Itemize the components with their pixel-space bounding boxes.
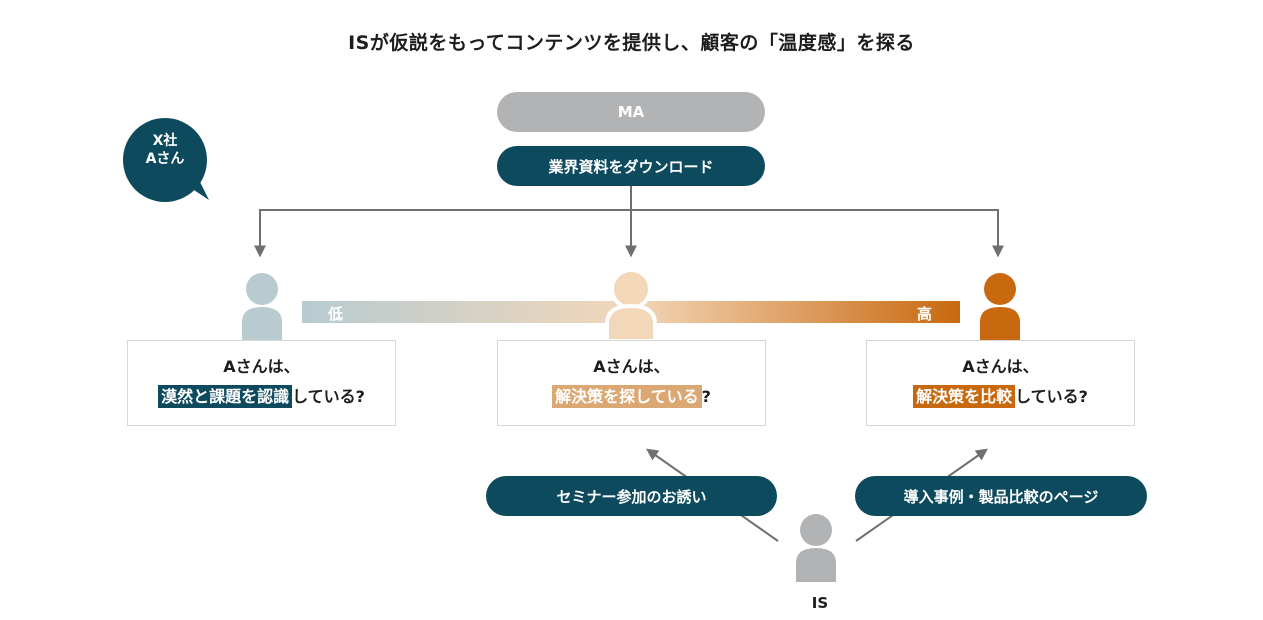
person-icon-low: [242, 273, 282, 341]
bubble-person: Aさん: [145, 151, 185, 167]
ma-pill: MA: [497, 92, 765, 132]
card-line1: Aさんは、: [593, 357, 670, 376]
gauge-high-label: 高: [917, 305, 933, 323]
bubble-company: X社: [152, 133, 178, 149]
card-line1: Aさんは、: [223, 357, 300, 376]
card-line1: Aさんは、: [962, 357, 1039, 376]
speech-bubble: [123, 118, 209, 202]
is-label: IS: [811, 594, 829, 612]
card-line2: 解決策を比較している?: [867, 384, 1134, 410]
card-suffix: している?: [292, 387, 365, 406]
case-study-page-pill: 導入事例・製品比較のページ: [855, 476, 1147, 516]
gauge-low-label: 低: [328, 305, 344, 323]
distribution-connector: [254, 186, 1004, 258]
page-title: ISが仮説をもってコンテンツを提供し、顧客の「温度感」を探る: [348, 32, 915, 54]
hypothesis-card-low: Aさんは、 漠然と課題を認識している?: [127, 340, 396, 426]
card-highlight: 漠然と課題を認識: [158, 385, 293, 408]
card-line2: 漠然と課題を認識している?: [128, 384, 395, 410]
card-highlight: 解決策を比較: [913, 385, 1016, 408]
is-person-icon: [796, 514, 836, 582]
download-pill: 業界資料をダウンロード: [497, 146, 765, 186]
card-suffix: している?: [1015, 387, 1088, 406]
card-line2: 解決策を探している?: [498, 384, 765, 410]
seminar-invite-pill: セミナー参加のお誘い: [486, 476, 777, 516]
bubble-label: X社 Aさん: [124, 120, 206, 168]
card-suffix: ?: [701, 387, 711, 406]
person-icon-high: [980, 273, 1020, 341]
person-icon-mid: [605, 268, 657, 343]
card-highlight: 解決策を探している: [552, 385, 702, 408]
hypothesis-card-mid: Aさんは、 解決策を探している?: [497, 340, 766, 426]
hypothesis-card-high: Aさんは、 解決策を比較している?: [866, 340, 1135, 426]
